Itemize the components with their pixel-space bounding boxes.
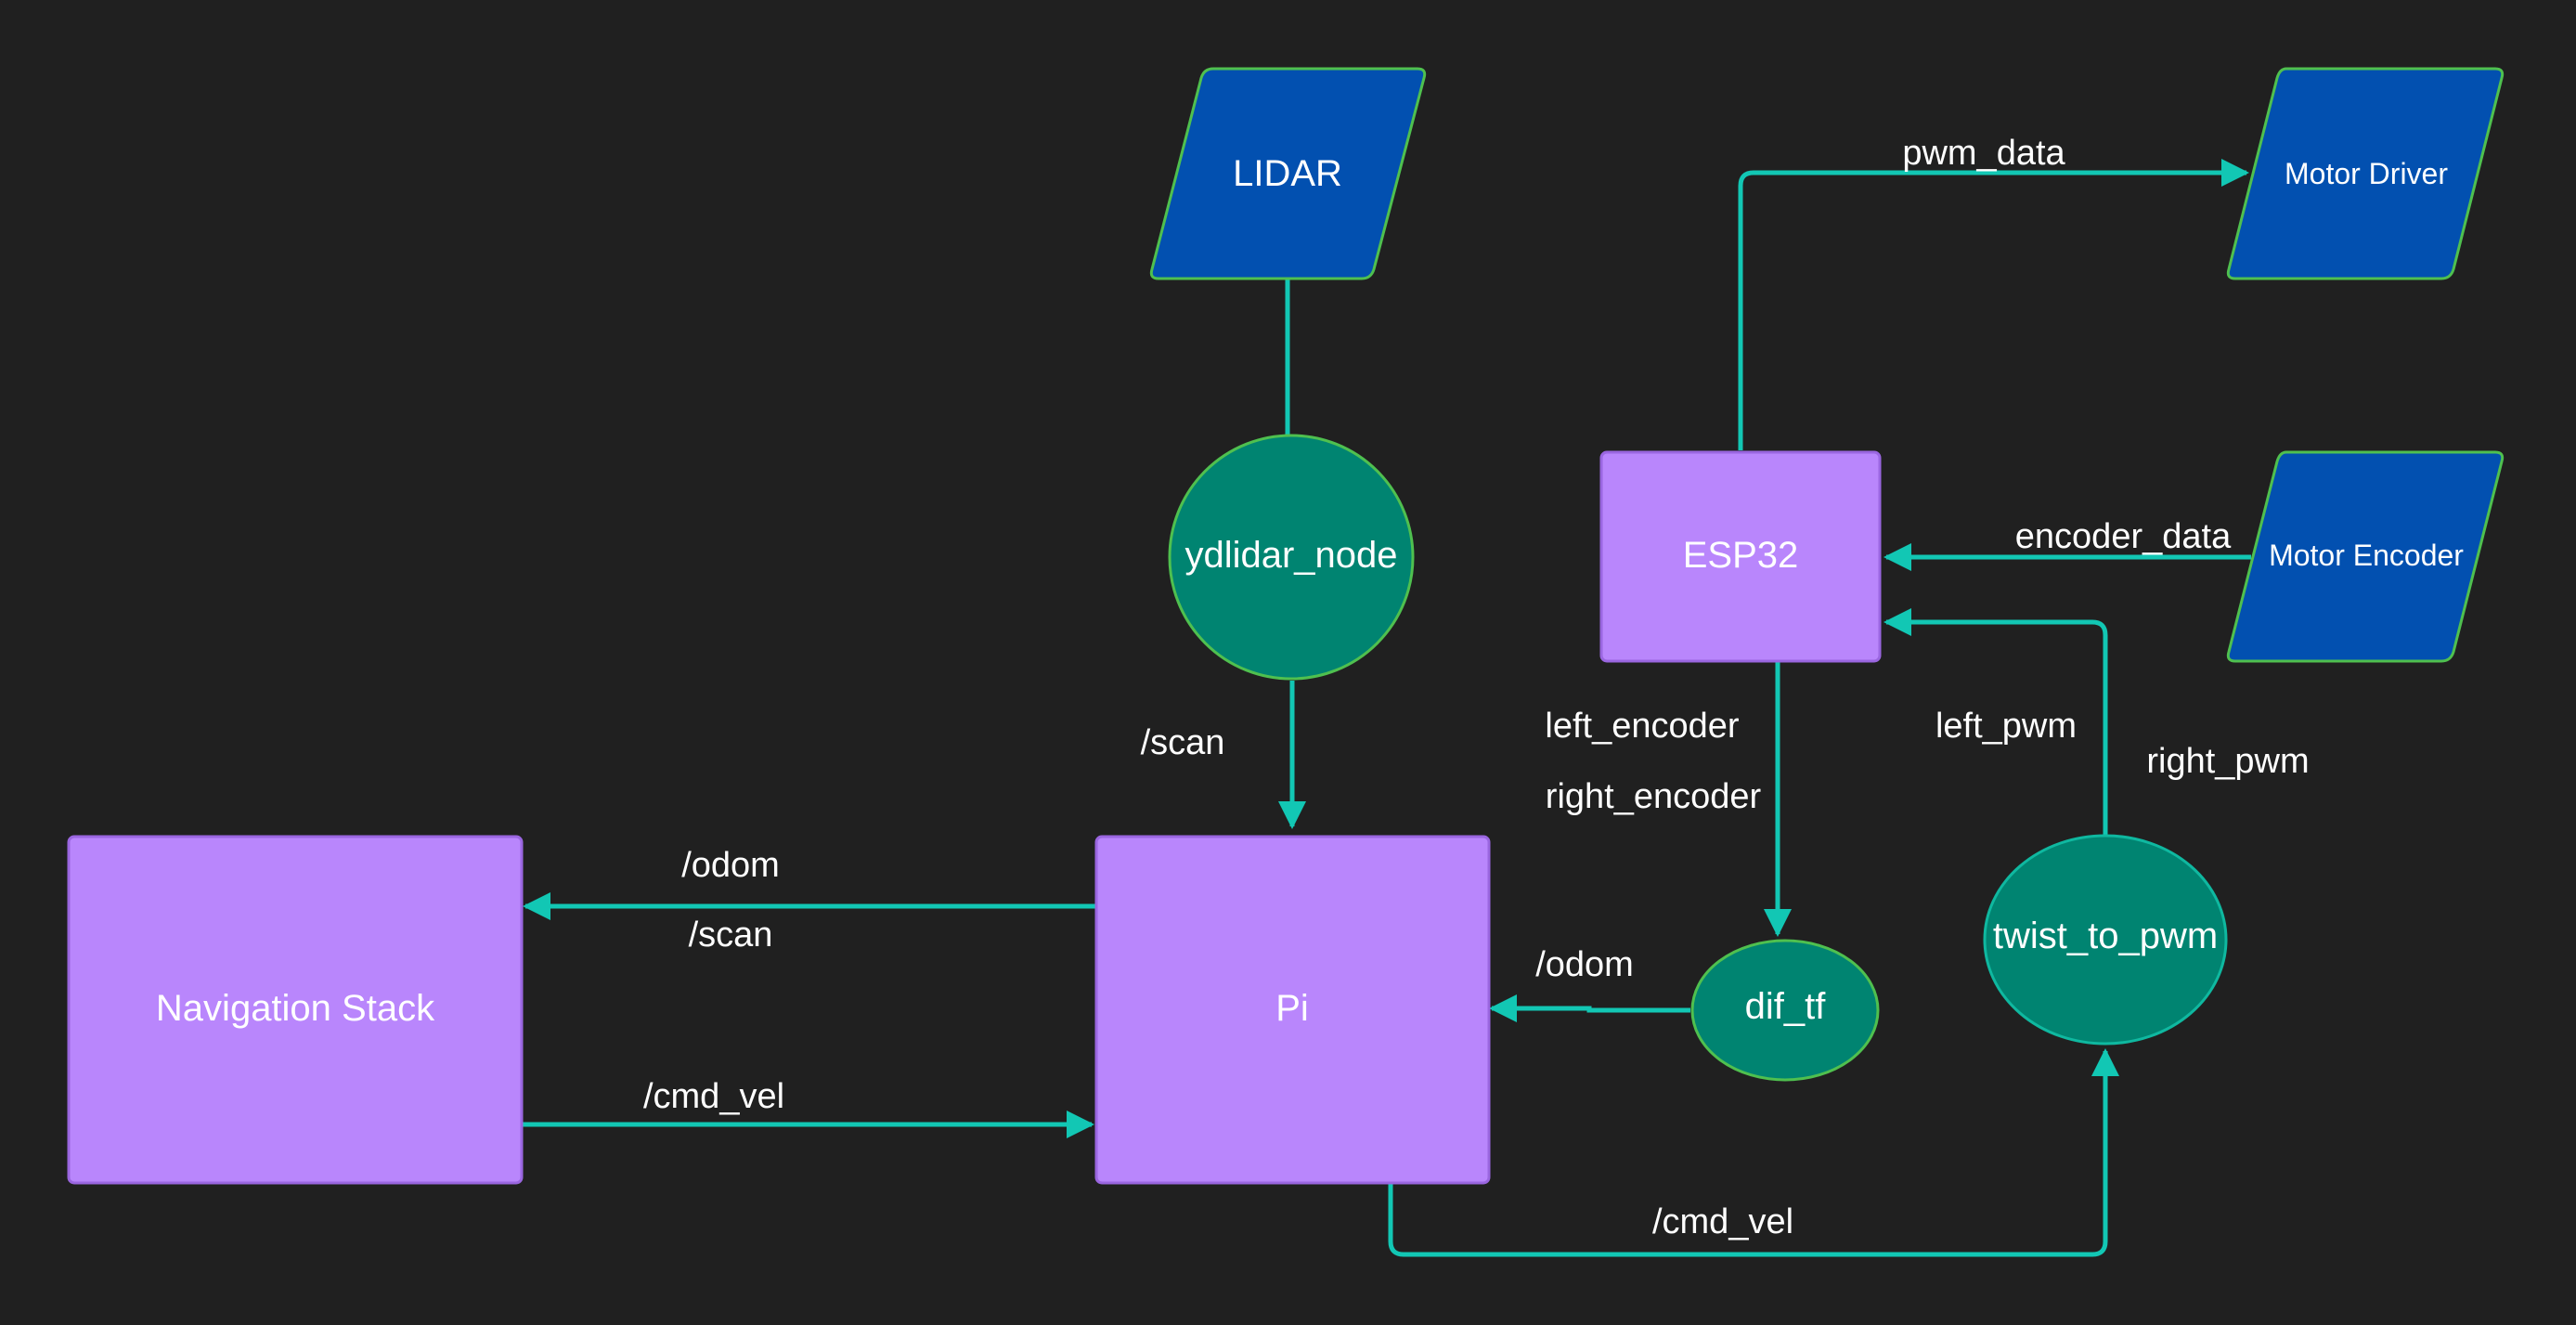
motor-encoder-shape [2226, 450, 2505, 663]
lidar-shape [1149, 67, 1427, 280]
motor-encoder-label: Motor Encoder [2269, 539, 2464, 572]
node-lidar[interactable]: LIDAR [1149, 67, 1427, 280]
node-navigation-stack[interactable]: Navigation Stack [67, 835, 524, 1185]
edge-label-pwm-data: pwm_data [1902, 134, 2065, 173]
node-pi[interactable]: Pi [1094, 835, 1491, 1185]
ydlidar-shape [1168, 434, 1415, 681]
edge-label-cmd-vel-nav: /cmd_vel [643, 1077, 784, 1116]
ydlidar-label: ydlidar_node [1184, 535, 1397, 576]
dif-tf-label: dif_tf [1745, 986, 1827, 1027]
esp32-shape [1599, 450, 1882, 663]
edge-twist-to-esp32 [1883, 608, 2108, 836]
navigation-stack-shape [67, 835, 524, 1185]
edge-labels: pwm_data encoder_data /scan left_encoder… [643, 134, 2310, 1241]
node-motor-encoder[interactable]: Motor Encoder [2226, 450, 2505, 663]
edge-dif-tf-to-pi [1489, 994, 1690, 1022]
motor-driver-shape [2226, 67, 2505, 280]
node-esp32[interactable]: ESP32 [1599, 450, 1882, 663]
edge-label-encoder-data: encoder_data [2015, 517, 2232, 556]
edge-esp32-to-motor-driver [1738, 159, 2249, 450]
pi-label: Pi [1275, 988, 1309, 1029]
edge-label-odom-dif: /odom [1535, 945, 1634, 984]
edge-label-right-encoder: right_encoder [1546, 777, 1762, 816]
dif-tf-shape [1690, 939, 1880, 1082]
edge-label-right-pwm: right_pwm [2146, 742, 2309, 781]
node-ydlidar[interactable]: ydlidar_node [1168, 434, 1415, 681]
node-dif-tf[interactable]: dif_tf [1690, 939, 1880, 1082]
twist-to-pwm-shape [1983, 834, 2228, 1046]
esp32-label: ESP32 [1683, 535, 1799, 576]
node-motor-driver[interactable]: Motor Driver [2226, 67, 2505, 280]
edge-label-left-pwm: left_pwm [1935, 707, 2077, 746]
twist-to-pwm-label: twist_to_pwm [1993, 916, 2218, 956]
edge-label-odom-nav: /odom [681, 846, 780, 885]
lidar-label: LIDAR [1233, 153, 1342, 194]
pi-shape [1094, 835, 1491, 1185]
motor-driver-label: Motor Driver [2285, 157, 2448, 190]
edge-label-scan-nav: /scan [689, 916, 773, 955]
navigation-stack-label: Navigation Stack [156, 988, 435, 1029]
edges [523, 159, 2251, 1257]
edge-label-scan-lidar: /scan [1141, 723, 1225, 762]
edge-label-left-encoder: left_encoder [1545, 707, 1739, 746]
edge-label-cmd-vel-pi: /cmd_vel [1652, 1202, 1793, 1241]
edge-pi-to-twist [1388, 1048, 2119, 1257]
node-twist-to-pwm[interactable]: twist_to_pwm [1983, 834, 2228, 1046]
